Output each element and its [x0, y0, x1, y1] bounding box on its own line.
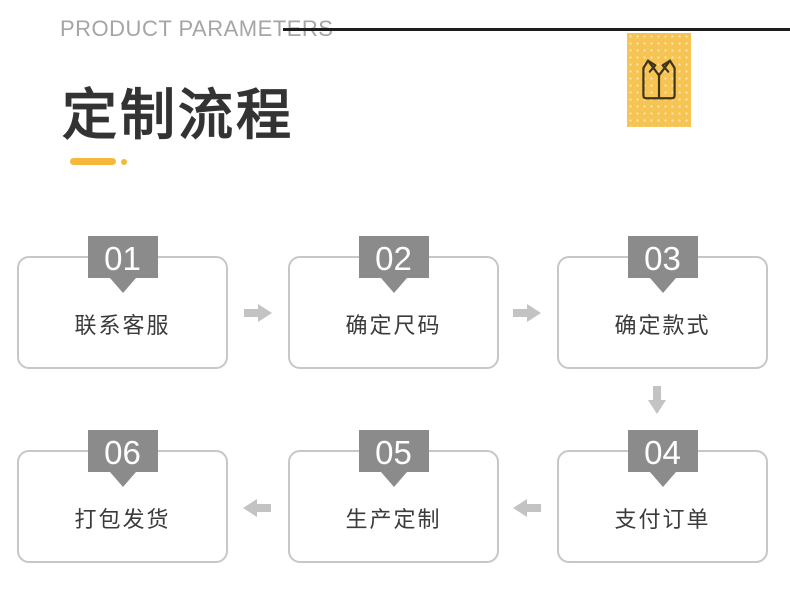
step-number-tab: 04: [627, 430, 698, 487]
step-number: 05: [375, 434, 412, 471]
step-box-2: 02 确定尺码: [288, 236, 499, 369]
step-number-tab: 01: [87, 236, 158, 293]
tab-notch: [380, 278, 407, 293]
flow-arrow-down-icon: [648, 386, 666, 414]
step-box-3: 03 确定款式: [557, 236, 768, 369]
flow-arrow-left-icon: [243, 499, 271, 517]
step-box-6: 06 打包发货: [17, 430, 228, 563]
step-label: 支付订单: [614, 507, 711, 532]
tab-notch: [109, 472, 136, 487]
header-divider-line: [283, 28, 790, 31]
flow-arrow-left-icon: [513, 499, 541, 517]
step-number-tab: 02: [358, 236, 429, 293]
flow-arrow-right-icon: [513, 304, 541, 322]
step-label: 联系客服: [74, 313, 171, 338]
yellow-badge: [627, 33, 691, 127]
tab-notch: [649, 278, 676, 293]
tab-notch: [109, 278, 136, 293]
step-label: 打包发货: [74, 507, 171, 532]
step-box-1: 01 联系客服: [17, 236, 228, 369]
step-label: 生产定制: [345, 507, 442, 532]
step-label: 确定尺码: [345, 313, 442, 338]
step-box-4: 04 支付订单: [557, 430, 768, 563]
title-underline: [70, 158, 116, 165]
page-title: 定制流程: [62, 84, 295, 146]
step-number-tab: 05: [358, 430, 429, 487]
tab-notch: [649, 472, 676, 487]
step-number-tab: 03: [627, 236, 698, 293]
step-number: 04: [644, 434, 681, 471]
tab-notch: [380, 472, 407, 487]
step-number: 03: [644, 240, 681, 277]
step-box-5: 05 生产定制: [288, 430, 499, 563]
flow-arrow-right-icon: [244, 304, 272, 322]
step-number: 01: [104, 240, 141, 277]
step-number: 06: [104, 434, 141, 471]
step-number-tab: 06: [87, 430, 158, 487]
vest-icon: [642, 59, 676, 100]
step-label: 确定款式: [614, 313, 711, 338]
step-number: 02: [375, 240, 412, 277]
title-underline-dot: [121, 159, 127, 165]
